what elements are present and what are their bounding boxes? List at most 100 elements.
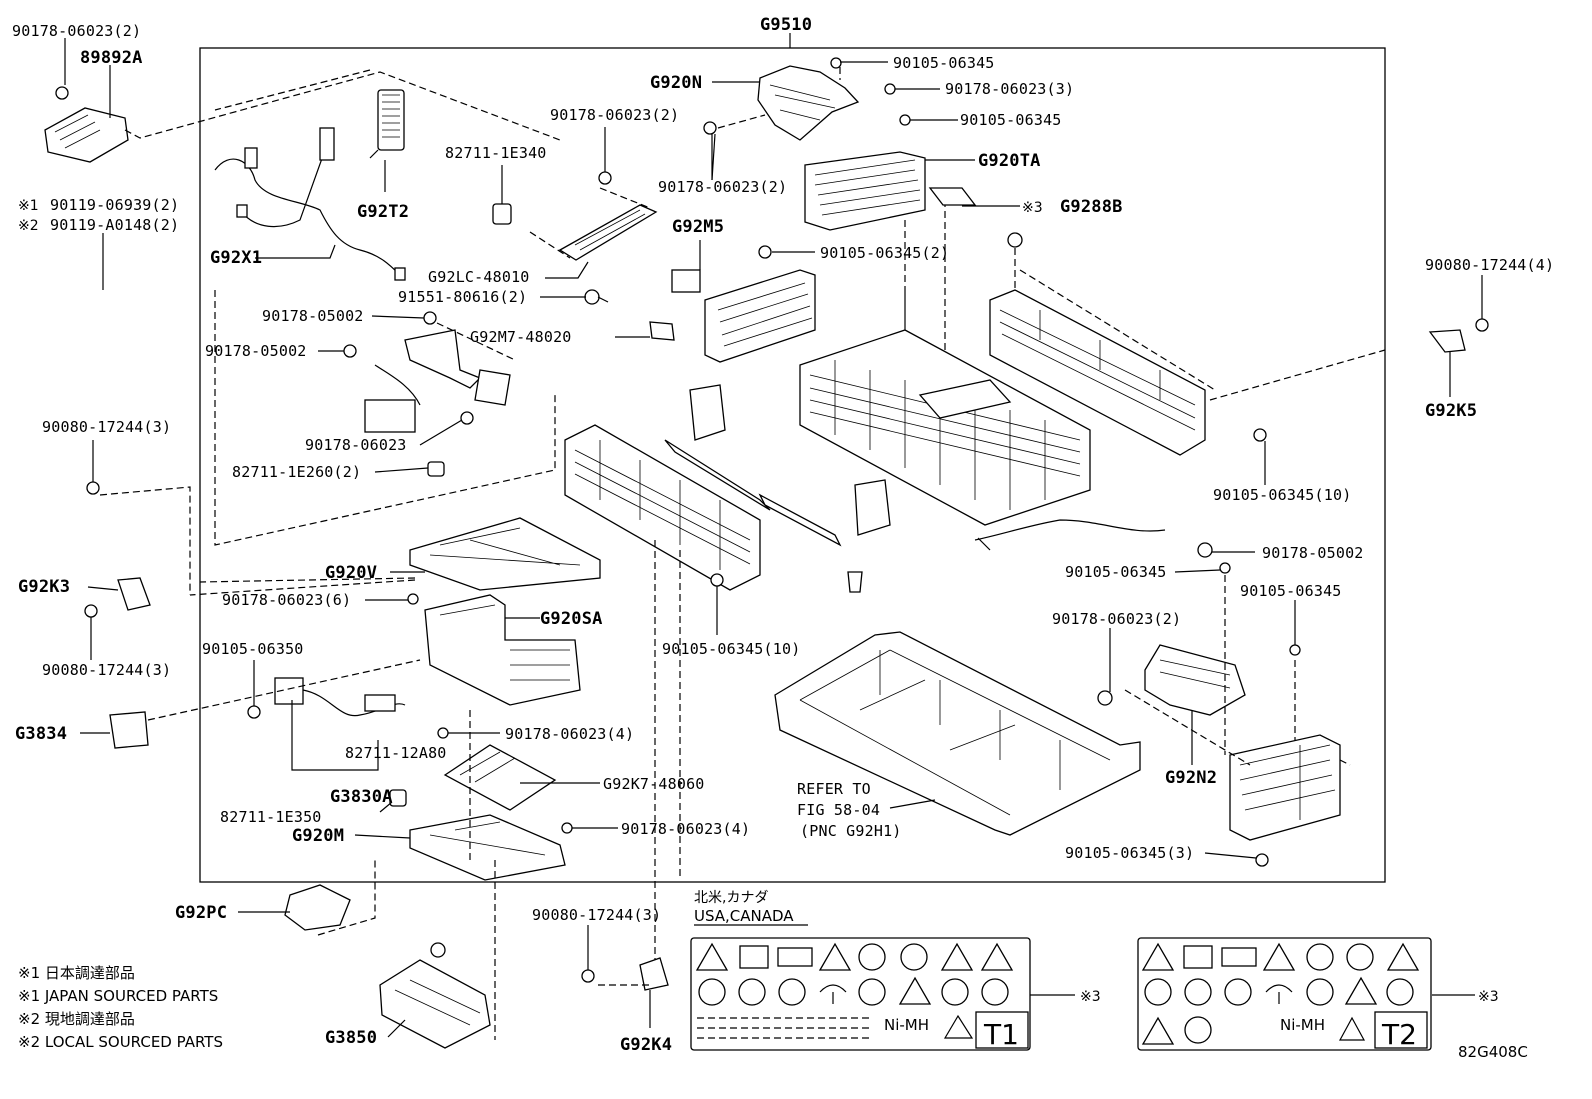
- label-part[interactable]: G92K4: [620, 1035, 672, 1055]
- label-part[interactable]: 90105-06345: [1065, 563, 1167, 581]
- part-right-lower-plate-icon: [1229, 734, 1341, 841]
- nut-icon: [598, 171, 612, 185]
- part-g920n-icon: [757, 65, 860, 141]
- nut-icon: [437, 727, 449, 739]
- label-part[interactable]: 90105-06345(10): [662, 640, 800, 658]
- part-labels: 90178-06023(2) 89892A ※1 90119-06939(2) …: [12, 22, 1554, 1055]
- label-part[interactable]: 90178-06023(3): [945, 80, 1074, 98]
- nut-icon: [581, 969, 595, 983]
- battery-type: Ni-MH: [884, 1016, 929, 1034]
- label-part[interactable]: G92PC: [175, 903, 227, 923]
- label-part[interactable]: G3830A: [330, 787, 393, 807]
- label-part[interactable]: G920SA: [540, 609, 603, 629]
- part-bracket-icon: [689, 384, 726, 441]
- part-g92k3-icon: [117, 577, 151, 611]
- region-mark: ※3: [1478, 989, 1499, 1005]
- label-part[interactable]: G92X1: [210, 248, 262, 268]
- part-g92t2-icon: [369, 89, 405, 159]
- warning-icons-row-2: [1144, 976, 1414, 1006]
- footnote: ※2 LOCAL SOURCED PARTS: [18, 1033, 223, 1051]
- bolt-icon: [584, 289, 609, 305]
- label-part[interactable]: G9288B: [1060, 197, 1123, 217]
- label-part[interactable]: 90105-06345: [960, 111, 1062, 129]
- region-mark: ※3: [1022, 200, 1043, 216]
- label-part[interactable]: G920V: [325, 563, 377, 583]
- part-left-harness-icon: [343, 311, 511, 477]
- nut-icon: [703, 121, 717, 135]
- label-part[interactable]: 90105-06345(3): [1065, 844, 1194, 862]
- footnote: ※2 現地調達部品: [18, 1010, 135, 1028]
- label-part[interactable]: 90080-17244(3): [42, 418, 171, 436]
- part-g920m-icon: [409, 814, 566, 881]
- part-89892a-icon: [44, 86, 129, 163]
- label-part[interactable]: 90080-17244(3): [532, 906, 661, 924]
- part-g92pc-icon: [284, 884, 351, 931]
- label-part[interactable]: G92K3: [18, 577, 70, 597]
- label-part[interactable]: 89892A: [80, 48, 143, 68]
- region-mark: ※2: [18, 218, 39, 234]
- label-part[interactable]: 90178-06023(6): [222, 591, 351, 609]
- label-part[interactable]: 90178-06023(4): [505, 725, 634, 743]
- warning-icons-row-1: [1141, 942, 1420, 971]
- clip-icon: [389, 789, 407, 807]
- label-code: T1: [983, 1018, 1019, 1051]
- region-mark: ※3: [1080, 989, 1101, 1005]
- label-part[interactable]: 90178-05002: [262, 307, 364, 325]
- label-part[interactable]: G3850: [325, 1028, 377, 1048]
- refer-line[interactable]: FIG 58-04: [797, 801, 880, 819]
- label-part[interactable]: G92T2: [357, 202, 409, 222]
- label-part[interactable]: 90178-06023(2): [12, 22, 141, 40]
- part-g92m5-icon: [671, 269, 701, 293]
- nut-icon: [561, 822, 573, 834]
- label-part[interactable]: 90105-06350: [202, 640, 304, 658]
- bolt-icon: [710, 318, 1489, 867]
- nut-icon: [84, 604, 98, 618]
- label-part[interactable]: G920N: [650, 73, 702, 93]
- refer-line: REFER TO: [797, 780, 871, 798]
- label-part[interactable]: G920TA: [978, 151, 1041, 171]
- label-part[interactable]: 90105-06345(10): [1213, 486, 1351, 504]
- label-part[interactable]: G92M5: [672, 217, 724, 237]
- label-part[interactable]: 82711-1E260(2): [232, 463, 361, 481]
- label-part[interactable]: 90080-17244(4): [1425, 256, 1554, 274]
- label-part[interactable]: 90105-06345(2): [820, 244, 949, 262]
- part-g3830a-icon: [247, 677, 406, 719]
- part-g92x1-icon: [214, 127, 406, 281]
- label-part[interactable]: 90178-06023(2): [550, 106, 679, 124]
- part-g3834-icon: [109, 711, 149, 749]
- label-part[interactable]: 90178-06023: [305, 436, 407, 454]
- label-part[interactable]: G92K5: [1425, 401, 1477, 421]
- label-part[interactable]: 90178-06023(2): [1052, 610, 1181, 628]
- label-part[interactable]: 82711-1E350: [220, 808, 322, 826]
- label-part[interactable]: G92M7-48020: [470, 328, 572, 346]
- clip-icon: [492, 203, 512, 225]
- part-g920v-icon: [409, 517, 601, 591]
- label-part[interactable]: 90178-06023(2): [658, 178, 787, 196]
- label-part[interactable]: 90119-06939(2): [50, 196, 179, 214]
- nut-icon: [86, 481, 100, 495]
- label-part[interactable]: 90119-A0148(2): [50, 216, 179, 234]
- label-part[interactable]: 90105-06345: [1240, 582, 1342, 600]
- label-part[interactable]: 90105-06345: [893, 54, 995, 72]
- label-part[interactable]: 82711-12A80: [345, 744, 447, 762]
- label-part[interactable]: 82711-1E340: [445, 144, 547, 162]
- recycle-icon: [943, 1014, 974, 1039]
- refer-line: (PNC G92H1): [800, 822, 902, 840]
- label-part[interactable]: 90178-05002: [1262, 544, 1364, 562]
- label-part[interactable]: G92K7-48060: [603, 775, 705, 793]
- label-main-group[interactable]: G9510: [760, 15, 812, 35]
- part-g92k7-icon: [443, 744, 557, 811]
- label-part[interactable]: G92N2: [1165, 768, 1217, 788]
- label-part[interactable]: 91551-80616(2): [398, 288, 527, 306]
- part-g92k5-icon: [1428, 329, 1466, 353]
- label-part[interactable]: 90080-17244(3): [42, 661, 171, 679]
- label-code: T2: [1381, 1018, 1417, 1051]
- label-part[interactable]: G3834: [15, 724, 67, 744]
- part-g3850-icon: [379, 942, 491, 1049]
- label-part[interactable]: 90178-05002: [205, 342, 307, 360]
- label-part[interactable]: G92LC-48010: [428, 268, 530, 286]
- recycle-icon: [1338, 1016, 1366, 1041]
- footnote: ※1 JAPAN SOURCED PARTS: [18, 987, 218, 1005]
- label-part[interactable]: 90178-06023(4): [621, 820, 750, 838]
- label-part[interactable]: G920M: [292, 826, 344, 846]
